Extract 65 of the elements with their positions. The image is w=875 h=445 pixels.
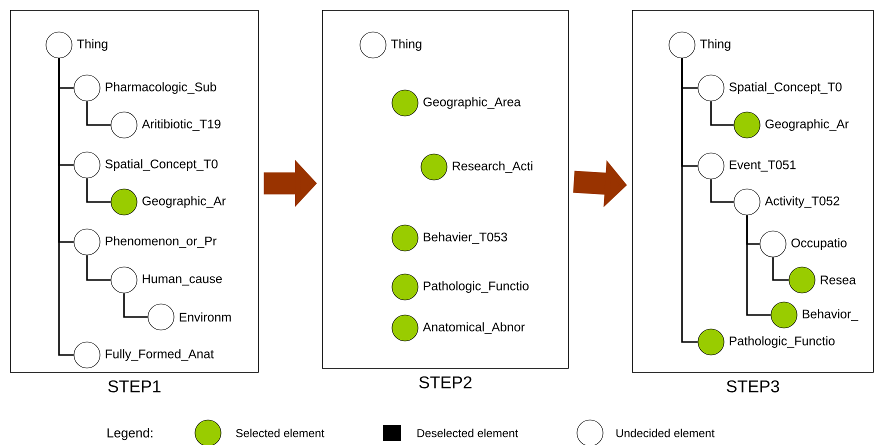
tree-node: Anatomical_Abnor — [392, 314, 525, 342]
tree-connector — [746, 215, 771, 316]
tree-node: Behavior_ — [770, 302, 858, 328]
tree-node: Spatial_Concept_T0 — [698, 74, 842, 102]
tree-connector — [710, 179, 734, 203]
node-label: Pathologic_Functio — [730, 336, 835, 348]
node-label: STEP3 — [726, 380, 780, 392]
node-label: Geographic_Ar — [142, 196, 226, 208]
tree-node: Research_Acti — [420, 154, 532, 180]
tree-node: Behavier_T053 — [392, 224, 508, 252]
tree-node: Geographic_Ar — [110, 188, 226, 216]
tree-node: Geographic_Ar — [734, 112, 849, 138]
tree-node: Thing — [46, 32, 108, 58]
tree-node: Activity_T052 — [734, 188, 840, 216]
node-label: Aritibiotic_T19 — [142, 119, 220, 131]
tree-node: Environm — [148, 304, 231, 330]
node-label: Environm — [180, 312, 231, 322]
legend-title: Legend: — [108, 428, 152, 440]
node-label: Resea — [820, 276, 856, 284]
node-label: Fully_Formed_Anat — [106, 349, 214, 361]
tree-node: Pathologic_Functio — [698, 328, 835, 356]
tree-connector — [710, 101, 734, 126]
node-label: Research_Acti — [452, 161, 532, 173]
node-label: Behavier_T053 — [424, 232, 508, 244]
node-label: Pharmacologic_Sub — [106, 82, 216, 94]
node-label: Thing — [391, 39, 422, 51]
tree-node: Geographic_Area — [392, 90, 521, 116]
tree-node: Phenomenon_or_Pr — [74, 228, 216, 256]
legend-text: Selected element — [236, 428, 324, 438]
node-label: Spatial_Concept_T0 — [729, 82, 842, 94]
tree-node: Pathologic_Functio — [392, 274, 529, 300]
tree-node: Occupatio — [760, 230, 847, 258]
tree-connector — [681, 58, 698, 343]
node-label: Activity_T052 — [764, 196, 840, 208]
tree-node: Pharmacologic_Sub — [74, 74, 216, 102]
tree-connector — [86, 255, 111, 281]
node-label: Occupatio — [791, 238, 847, 250]
node-label: Spatial_Concept_T0 — [105, 159, 218, 171]
tree-connector — [58, 58, 74, 356]
node-label: Pathologic_Functio — [424, 281, 529, 293]
tree-node: Spatial_Concept_T0 — [74, 152, 218, 178]
node-label: Behavior_ — [802, 309, 858, 321]
tree-node: Fully_Formed_Anat — [74, 342, 214, 368]
node-label: STEP2 — [419, 376, 472, 388]
node-label: Thing — [700, 39, 730, 51]
legend-text: Deselected element — [417, 428, 518, 438]
tree-node: Thing — [668, 32, 730, 58]
node-label: Phenomenon_or_Pr — [106, 236, 216, 248]
node-label: STEP1 — [108, 380, 161, 392]
tree-connector — [123, 293, 148, 318]
tree-connector — [772, 257, 789, 281]
node-label: Event_T051 — [730, 160, 796, 172]
tree-connector — [86, 178, 111, 203]
node-label: Human_cause — [142, 274, 222, 286]
legend-text: Undecided element — [616, 428, 714, 438]
tree-node: Event_T051 — [698, 152, 796, 180]
tree-node: Aritibiotic_T19 — [110, 112, 220, 138]
node-label: Thing — [77, 39, 108, 51]
tree-node: Thing — [360, 32, 422, 58]
node-label: Anatomical_Abnor — [422, 322, 525, 334]
node-label: Geographic_Area — [423, 97, 521, 109]
tree-node: Human_cause — [110, 266, 222, 294]
node-label: Geographic_Ar — [765, 119, 849, 131]
tree-node: Resea — [788, 266, 856, 294]
tree-connector — [86, 101, 111, 126]
